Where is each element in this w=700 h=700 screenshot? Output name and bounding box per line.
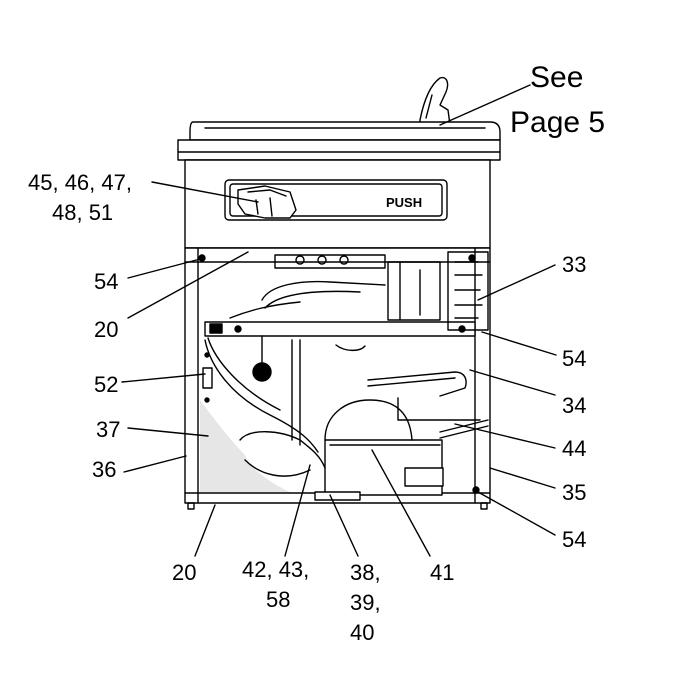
callout-54-bottom: 54 <box>562 527 586 552</box>
cross-rail <box>204 321 476 337</box>
leader-lines <box>121 84 557 557</box>
see-reference-line2: Page 5 <box>510 106 605 139</box>
callout-42-line1: 42, 43, <box>242 557 309 582</box>
push-button-panel <box>224 179 448 221</box>
leader-see-page <box>439 84 531 126</box>
leader-36 <box>123 455 187 473</box>
callout-54-top: 54 <box>94 269 118 294</box>
callout-38-line1: 38, <box>350 560 381 585</box>
left-wall-switch <box>202 352 213 403</box>
upper-bracket <box>229 254 386 319</box>
callout-20-left: 20 <box>94 317 118 342</box>
callout-54-right: 54 <box>562 346 586 371</box>
callout-38-line2: 39, <box>350 590 381 615</box>
drain-fitting <box>252 335 272 382</box>
chiller-module <box>387 251 489 331</box>
leader-38 <box>329 494 359 557</box>
callout-42-line2: 58 <box>266 587 290 612</box>
leader-20-left <box>127 251 249 319</box>
leader-52 <box>121 373 206 383</box>
callout-34: 34 <box>562 393 586 418</box>
condenser-coils <box>367 371 489 439</box>
leader-41 <box>371 449 431 557</box>
callout-37: 37 <box>96 417 120 442</box>
leader-20-bottom <box>194 504 216 557</box>
callout-33: 33 <box>562 252 586 277</box>
leader-34 <box>469 369 556 396</box>
callout-41: 41 <box>430 560 454 585</box>
callout-38-line3: 40 <box>350 620 374 645</box>
left-insulation-panel <box>200 400 290 492</box>
callout-45-line2: 48, 51 <box>52 200 113 225</box>
leader-44 <box>454 423 556 449</box>
leader-33 <box>477 264 556 301</box>
compressor <box>314 399 444 501</box>
leader-35 <box>489 467 556 489</box>
leader-54-top <box>127 257 205 279</box>
leader-37 <box>127 427 209 437</box>
callout-52: 52 <box>94 372 118 397</box>
leader-54-right <box>481 331 557 356</box>
callout-45-line1: 45, 46, 47, <box>28 170 132 195</box>
leader-42 <box>284 464 311 557</box>
callout-35: 35 <box>562 480 586 505</box>
leader-54-bottom <box>477 491 556 536</box>
push-label: PUSH <box>386 195 422 210</box>
leader-45 <box>151 181 259 203</box>
bubbler-spout <box>419 76 451 126</box>
tubing <box>204 337 366 477</box>
callout-36: 36 <box>92 457 116 482</box>
callout-44: 44 <box>562 436 586 461</box>
callout-20-bottom: 20 <box>172 560 196 585</box>
see-reference-line1: See <box>530 61 583 94</box>
